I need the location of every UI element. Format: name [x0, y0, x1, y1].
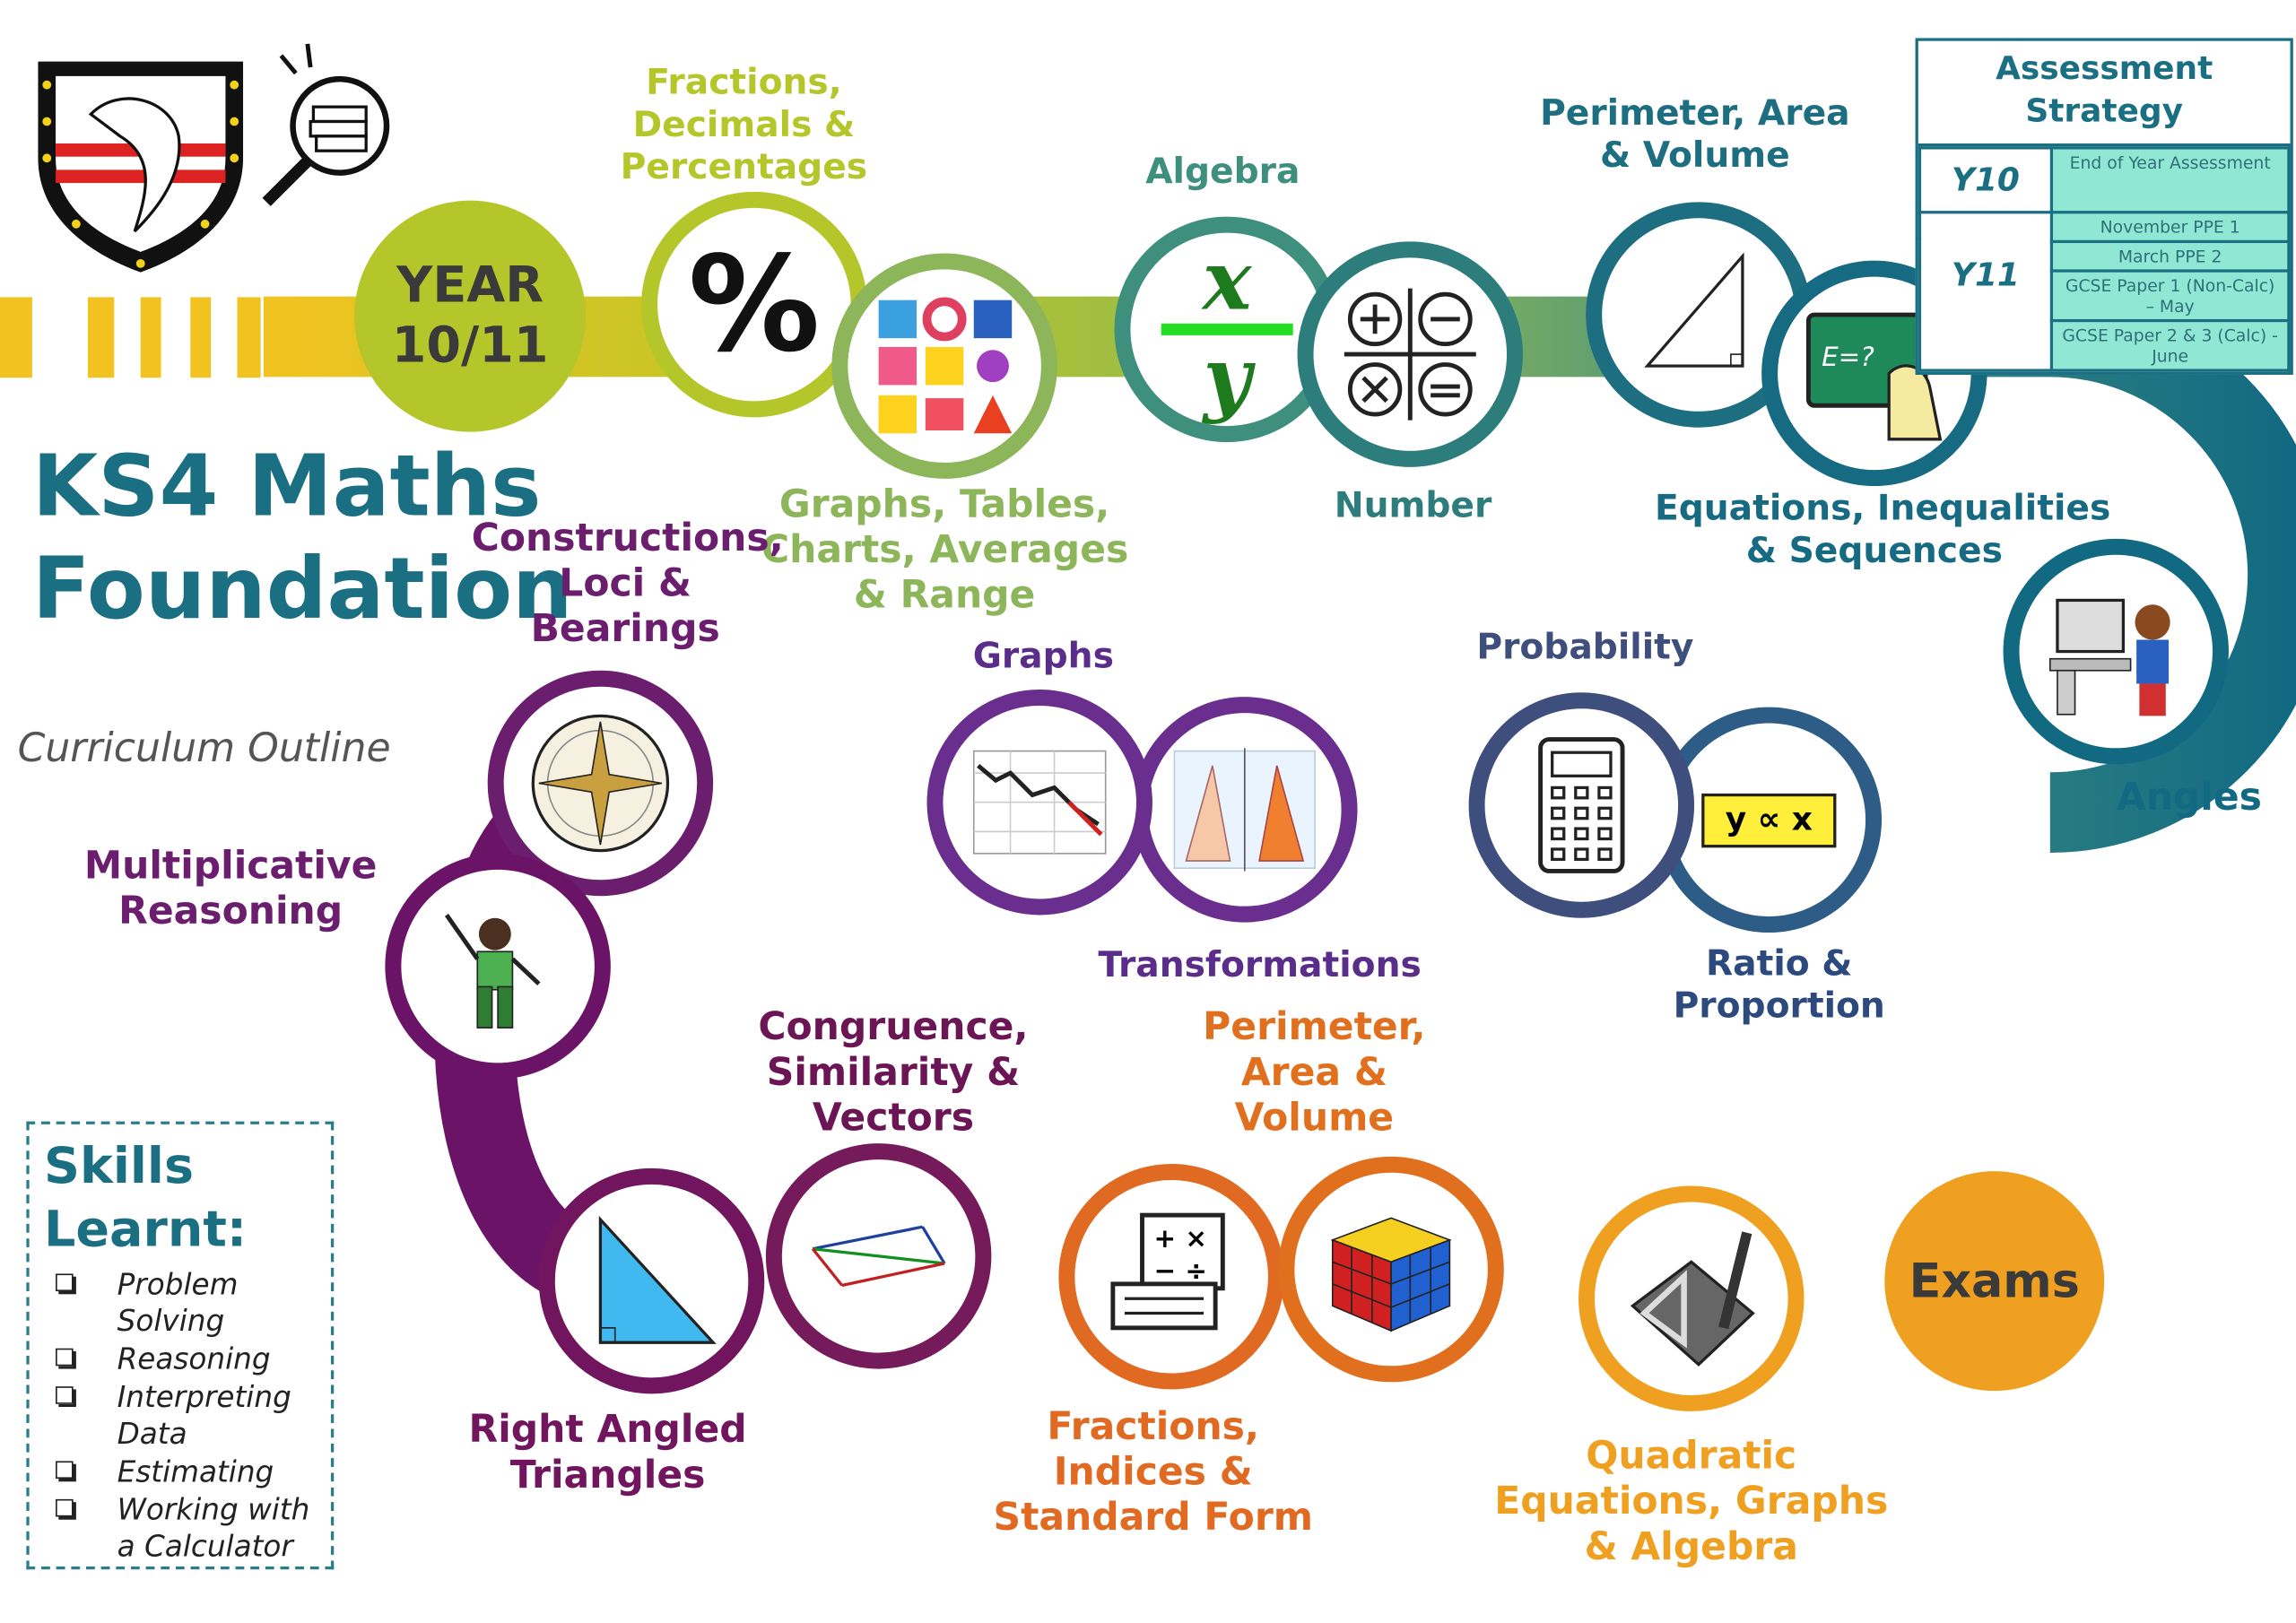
geometry-set-icon: [1630, 1231, 1755, 1367]
assessment-item: March PPE 2: [2049, 239, 2291, 273]
quadratic-node[interactable]: [1578, 1185, 1805, 1411]
compass-rose-icon: [531, 714, 670, 853]
label-pav1: Perimeter, Area & Volume: [1540, 91, 1850, 176]
subtitle: Curriculum Outline: [17, 725, 391, 772]
label-angles: Angles: [2116, 776, 2262, 820]
label-constructions: Constructions, Loci & Bearings: [471, 516, 784, 653]
magnifier-books-icon: [262, 43, 390, 206]
road-stripes: [0, 297, 261, 378]
assessment-item: GCSE Paper 2 & 3 (Calc) - June: [2049, 318, 2291, 372]
skills-box: Skills Learnt: Problem Solving Reasoning…: [26, 1121, 335, 1570]
transformations-node[interactable]: [1132, 697, 1358, 923]
checkbox-icon: [56, 1461, 74, 1480]
right-angled-node[interactable]: [538, 1167, 765, 1394]
assessment-item: End of Year Assessment: [2049, 146, 2291, 214]
calculator-icon: [1538, 737, 1625, 873]
assessment-item: GCSE Paper 1 (Non-Calc) – May: [2049, 269, 2291, 323]
skill-item: Estimating: [44, 1454, 317, 1490]
angles-node[interactable]: [2003, 538, 2229, 765]
multiplicative-node[interactable]: [385, 853, 611, 1080]
label-pav2: Perimeter, Area & Volume: [1203, 1005, 1426, 1141]
label-gtc: Graphs, Tables, Charts, Averages & Range: [761, 482, 1129, 619]
label-number: Number: [1334, 484, 1492, 526]
school-crest-logo: [38, 61, 244, 273]
label-probability: Probability: [1476, 626, 1694, 668]
chalkboard-teacher-icon: E=?: [1805, 312, 1943, 441]
label-multiplicative: Multiplicative Reasoning: [83, 845, 378, 934]
blue-triangle-icon: [598, 1215, 717, 1344]
svg-text:+ ×: + ×: [1154, 1223, 1207, 1254]
checkbox-icon: [56, 1498, 74, 1517]
svg-text:− ÷: − ÷: [1154, 1255, 1207, 1286]
congruence-node[interactable]: [765, 1143, 992, 1369]
checkbox-icon: [56, 1273, 74, 1292]
fractions-indices-node[interactable]: + ×− ÷: [1058, 1163, 1284, 1390]
assessment-title: Assessment Strategy: [1918, 41, 2291, 147]
line-graph-icon: [972, 750, 1107, 855]
checkbox-icon: [56, 1348, 74, 1367]
y11-label: Y11: [1918, 211, 2054, 372]
graphs-node[interactable]: [926, 690, 1152, 916]
proportional-icon: y ∝ x: [1701, 793, 1836, 847]
reflection-grid-icon: [1173, 748, 1316, 872]
skill-item: Interpreting Data: [44, 1379, 317, 1453]
charts-icon: [878, 297, 1013, 434]
ratio-node[interactable]: y ∝ x: [1656, 707, 1883, 933]
label-ratio: Ratio & Proportion: [1673, 942, 1885, 1027]
checkbox-icon: [56, 1386, 74, 1404]
skill-item: Problem Solving: [44, 1266, 317, 1340]
gtc-node[interactable]: [831, 253, 1057, 479]
svg-text:E=?: E=?: [1822, 342, 1874, 372]
assessment-item: November PPE 1: [2049, 211, 2291, 244]
label-congruence: Congruence, Similarity & Vectors: [758, 1005, 1029, 1141]
label-transformations: Transformations: [1098, 944, 1422, 985]
number-node[interactable]: [1297, 241, 1524, 467]
vectors-icon: [811, 1225, 946, 1288]
skills-title: Skills Learnt:: [43, 1137, 248, 1259]
label-algebra: Algebra: [1145, 151, 1300, 192]
label-fisf: Fractions, Indices & Standard Form: [993, 1405, 1313, 1541]
label-fdp: Fractions, Decimals & Percentages: [620, 61, 868, 187]
rubiks-cube-icon: [1330, 1217, 1452, 1332]
operations-icon: [1344, 288, 1476, 421]
perimeter-area-volume-2-node[interactable]: [1278, 1156, 1504, 1383]
skills-list: Problem Solving Reasoning Interpreting D…: [44, 1266, 317, 1565]
boy-wand-icon: [444, 914, 541, 1028]
label-right-angled: Right Angled Triangles: [468, 1408, 747, 1498]
label-quadratic: Quadratic Equations, Graphs & Algebra: [1494, 1435, 1889, 1570]
label-graphs: Graphs: [972, 635, 1114, 677]
calculator-paper-icon: + ×− ÷: [1110, 1212, 1225, 1331]
student-computer-icon: [2048, 598, 2170, 716]
exams-node[interactable]: Exams: [1884, 1171, 2105, 1392]
skill-item: Reasoning: [44, 1341, 317, 1378]
skill-item: Working with a Calculator: [44, 1492, 317, 1566]
right-triangle-icon: [1644, 252, 1744, 368]
probability-node[interactable]: [1468, 692, 1695, 918]
percent-icon: %: [688, 227, 821, 382]
label-eis: Equations, Inequalities & Sequences: [1654, 487, 2111, 571]
y10-label: Y10: [1918, 146, 2054, 214]
